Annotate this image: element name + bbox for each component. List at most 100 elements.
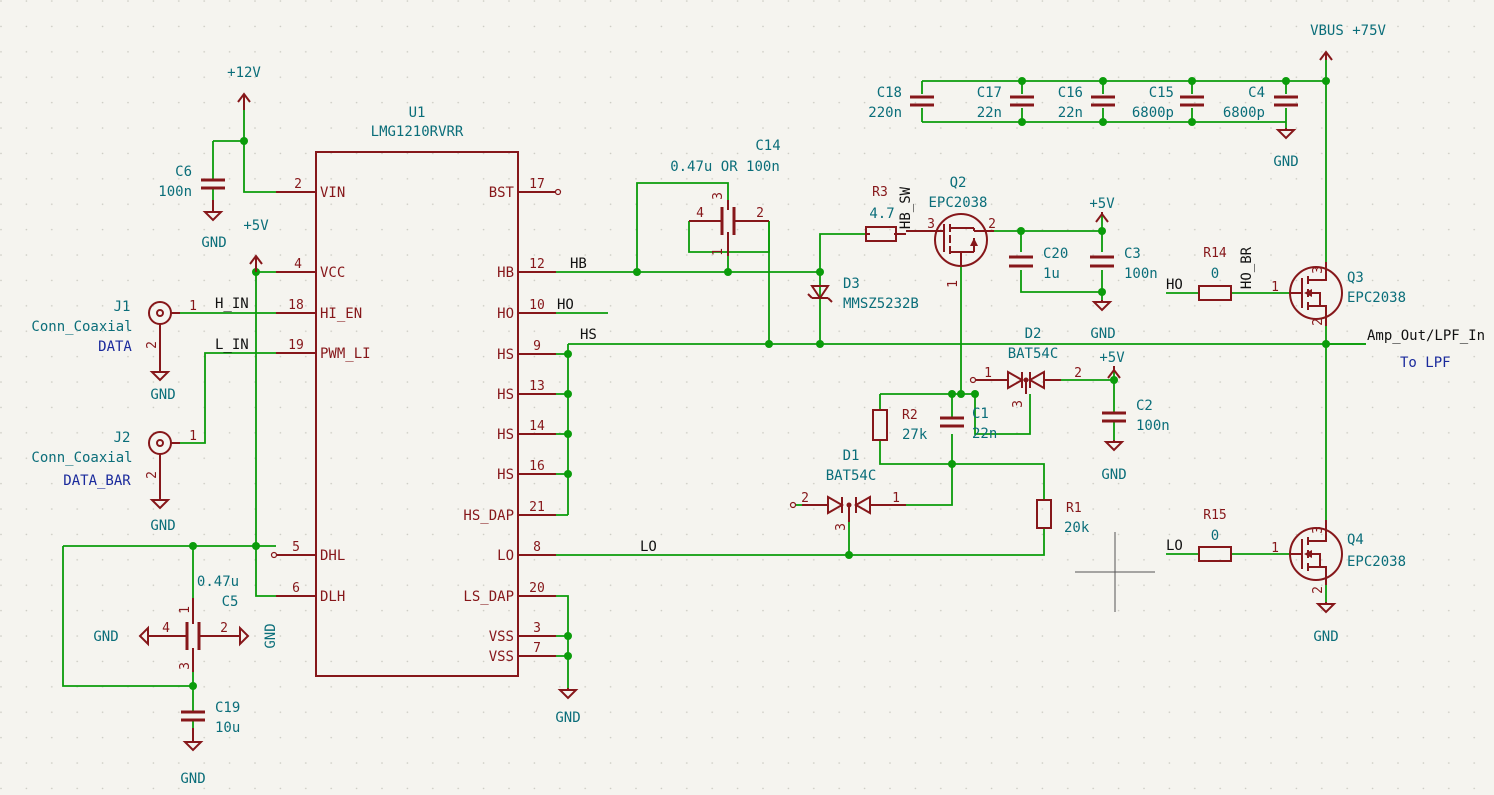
svg-text:VCC: VCC	[320, 265, 345, 281]
svg-text:HO: HO	[497, 306, 514, 322]
q2-gan-fet[interactable]: 3 2 1 Q2 EPC2038	[906, 175, 996, 288]
svg-text:+5V: +5V	[1099, 350, 1125, 366]
net-hb: HB	[570, 256, 587, 272]
u1-lmg1210[interactable]: U1 LMG1210RVRR 2 VIN 4 VCC 18 HI_EN 19 P…	[270, 105, 562, 677]
svg-text:GND: GND	[1090, 326, 1115, 342]
power-12v: +12V	[227, 65, 261, 110]
svg-text:2: 2	[294, 177, 302, 192]
r15-resistor[interactable]: R15 0	[1198, 508, 1232, 562]
svg-text:MMSZ5232B: MMSZ5232B	[843, 296, 919, 312]
svg-text:R3: R3	[872, 185, 888, 200]
j2-coax-connector[interactable]: 1 2 J2 Conn_Coaxial DATA_BAR	[31, 429, 197, 490]
q3-gan-fet[interactable]: 1 3 2 Q3 EPC2038	[1271, 262, 1406, 326]
svg-text:3: 3	[1311, 266, 1326, 274]
c1-capacitor[interactable]: C1 22n	[940, 406, 997, 442]
svg-text:Conn_Coaxial: Conn_Coaxial	[31, 319, 132, 335]
svg-text:R14: R14	[1203, 246, 1227, 261]
svg-text:2: 2	[756, 206, 764, 221]
svg-text:100n: 100n	[1136, 418, 1170, 434]
svg-text:HB: HB	[497, 265, 514, 281]
svg-text:R2: R2	[902, 408, 918, 423]
u1-right-pins: 17 BST 12 HB 10 HO 9 HS 13 HS 14 HS 16 H…	[463, 177, 562, 665]
svg-text:3: 3	[1311, 526, 1326, 534]
net-labels: H_IN L_IN HB HO HS LO HO LO HB_SW HO_BR …	[215, 186, 1485, 555]
svg-text:17: 17	[529, 177, 545, 192]
c14-capacitor[interactable]: 3 1 4 2 C14 0.47u OR 100n	[670, 138, 781, 256]
net-ho-br: HO_BR	[1239, 246, 1255, 289]
svg-text:2: 2	[220, 621, 228, 636]
svg-text:6800p: 6800p	[1223, 105, 1265, 121]
gnd-c5-right: GND	[226, 623, 279, 649]
c5-capacitor[interactable]: 1 3 4 2 0.47u C5	[160, 574, 239, 672]
c6-capacitor[interactable]: C6 100n	[158, 164, 225, 200]
svg-text:GND: GND	[180, 771, 205, 787]
net-amp-out: Amp_Out/LPF_In	[1367, 328, 1485, 344]
u1-value: LMG1210RVRR	[371, 124, 464, 140]
c16-capacitor[interactable]: C16 22n	[1058, 85, 1115, 121]
svg-text:Q4: Q4	[1347, 532, 1364, 548]
r2-resistor[interactable]: R2 27k	[872, 408, 928, 443]
svg-text:BAT54C: BAT54C	[1008, 346, 1059, 362]
svg-text:1u: 1u	[1043, 266, 1060, 282]
c15-capacitor[interactable]: C15 6800p	[1132, 85, 1204, 121]
d3-zener-diode[interactable]: D3 MMSZ5232B	[807, 276, 919, 312]
gnd-j1: GND	[149, 360, 176, 403]
c18-capacitor[interactable]: C18 220n	[868, 85, 934, 121]
svg-text:13: 13	[529, 379, 545, 394]
svg-text:4: 4	[696, 206, 704, 221]
svg-text:DATA_BAR: DATA_BAR	[63, 473, 131, 489]
svg-text:C3: C3	[1124, 246, 1141, 262]
svg-text:3: 3	[178, 662, 193, 670]
net-ho-q3: HO	[1166, 277, 1183, 293]
svg-text:D1: D1	[843, 448, 860, 464]
gnd-c2: GND	[1101, 440, 1127, 483]
svg-text:EPC2038: EPC2038	[1347, 290, 1406, 306]
r1-resistor[interactable]: R1 20k	[1036, 499, 1090, 536]
svg-text:7: 7	[533, 641, 541, 656]
junctions	[189, 77, 1330, 690]
svg-text:DHL: DHL	[320, 548, 345, 564]
svg-text:BST: BST	[489, 185, 515, 201]
svg-text:+12V: +12V	[227, 65, 261, 81]
svg-text:100n: 100n	[1124, 266, 1158, 282]
c19-capacitor[interactable]: C19 10u	[181, 700, 240, 736]
svg-text:5: 5	[292, 540, 300, 555]
svg-text:6: 6	[292, 581, 300, 596]
r14-resistor[interactable]: R14 0	[1198, 246, 1232, 301]
svg-text:1: 1	[946, 280, 961, 288]
net-lo: LO	[640, 539, 657, 555]
gnd-c3: GND	[1090, 300, 1116, 342]
svg-text:C14: C14	[755, 138, 780, 154]
svg-text:C20: C20	[1043, 246, 1068, 262]
svg-text:GND: GND	[150, 387, 175, 403]
power-5v-d2: +5V	[1099, 350, 1125, 379]
j1-coax-connector[interactable]: 1 2 J1 Conn_Coaxial DATA	[31, 299, 197, 360]
svg-text:220n: 220n	[868, 105, 902, 121]
svg-text:VSS: VSS	[489, 629, 514, 645]
c2-capacitor[interactable]: C2 100n	[1102, 398, 1170, 434]
svg-text:18: 18	[288, 298, 304, 313]
svg-text:D2: D2	[1025, 326, 1042, 342]
c20-capacitor[interactable]: C20 1u	[1009, 246, 1068, 282]
r3-resistor[interactable]: R3 4.7	[865, 185, 906, 242]
svg-text:3: 3	[927, 217, 935, 232]
svg-text:1: 1	[189, 299, 197, 314]
svg-text:C17: C17	[977, 85, 1002, 101]
q4-gan-fet[interactable]: 1 3 2 Q4 EPC2038	[1271, 520, 1406, 594]
d2-dual-diode[interactable]: 1 2 3 D2 BAT54C	[969, 326, 1082, 408]
svg-text:1: 1	[1271, 280, 1279, 295]
svg-text:12: 12	[529, 257, 545, 272]
svg-text:C1: C1	[972, 406, 989, 422]
d1-dual-diode[interactable]: 2 1 3 D1 BAT54C	[789, 448, 907, 531]
gnd-c5-left: GND	[93, 625, 160, 647]
net-hb-sw: HB_SW	[898, 186, 914, 229]
svg-text:2: 2	[1074, 366, 1082, 381]
svg-text:J2: J2	[114, 430, 131, 446]
svg-text:R15: R15	[1203, 508, 1226, 523]
c3-capacitor[interactable]: C3 100n	[1090, 246, 1158, 282]
svg-text:Q3: Q3	[1347, 270, 1364, 286]
svg-text:19: 19	[288, 338, 304, 353]
svg-text:3: 3	[711, 192, 726, 200]
c17-capacitor[interactable]: C17 22n	[977, 85, 1034, 121]
c4-capacitor[interactable]: C4 6800p	[1223, 85, 1298, 121]
